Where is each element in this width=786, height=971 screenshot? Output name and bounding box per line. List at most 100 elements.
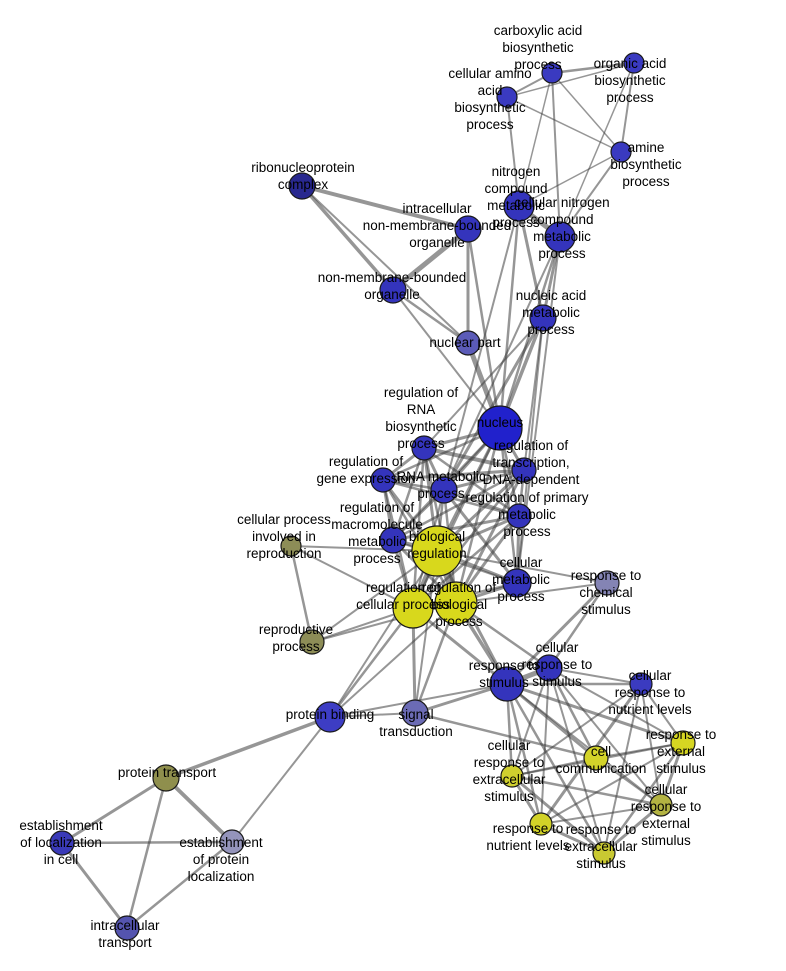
node-reg_primary_metabolic[interactable] xyxy=(506,503,532,529)
edge-cellular_resp_stimulus--resp_extracellular xyxy=(548,667,605,854)
node-protein_transport[interactable] xyxy=(152,764,180,792)
edge-ribonucleoprotein_complex--nuclear_part xyxy=(301,185,469,344)
edge-cellular_amino_acid_biosynthetic--amine_biosynthetic xyxy=(506,96,622,153)
node-reg_cellular_process[interactable] xyxy=(392,587,434,629)
node-resp_chemical[interactable] xyxy=(594,570,620,596)
edge-cellular_resp_external--resp_nutrient xyxy=(540,804,662,825)
node-reg_biological_process[interactable] xyxy=(434,581,478,625)
node-biological_regulation[interactable] xyxy=(411,525,463,577)
edge-nmb_organelle--nucleus xyxy=(392,289,501,429)
node-cell_communication[interactable] xyxy=(583,745,609,771)
node-resp_external[interactable] xyxy=(670,730,696,756)
edge-cellular_resp_nutrient--cellular_resp_extracellular xyxy=(511,683,642,777)
node-resp_extracellular[interactable] xyxy=(592,841,616,865)
node-nitrogen_compound_metabolic[interactable] xyxy=(503,190,535,222)
edge-nucleic_acid_metabolic--reg_rna_biosynthetic xyxy=(423,317,544,449)
edge-nmb_organelle--nuclear_part xyxy=(391,288,470,345)
edge-cell_process_reproduction--reproductive_process xyxy=(289,544,314,644)
edge-cellular_metabolic--cellular_nitrogen_compound_metabolic xyxy=(516,236,561,584)
node-intracellular_nmb_organelle[interactable] xyxy=(454,215,482,243)
edge-reg_transcription_dna--reg_biological_process xyxy=(454,468,526,605)
node-rna_metabolic[interactable] xyxy=(430,476,458,504)
node-protein_binding[interactable] xyxy=(314,701,346,733)
node-intracellular_transport[interactable] xyxy=(114,915,140,941)
edge-carboxylic_acid_biosynthetic--nitrogen_compound_metabolic xyxy=(518,72,553,207)
edge-rna_metabolic--cellular_metabolic xyxy=(442,488,519,585)
node-reproductive_process[interactable] xyxy=(299,629,325,655)
node-nucleus[interactable] xyxy=(477,405,523,451)
node-reg_rna_biosynthetic[interactable] xyxy=(411,435,437,461)
node-est_localization_cell[interactable] xyxy=(49,830,75,856)
edge-reg_rna_biosynthetic--reg_macromolecule_metabolic xyxy=(391,446,426,542)
edge-cell_communication--cellular_resp_external xyxy=(595,757,662,806)
node-nucleic_acid_metabolic[interactable] xyxy=(529,304,557,332)
edge-resp_stimulus--resp_nutrient xyxy=(505,682,543,826)
edge-cellular_resp_stimulus--resp_external xyxy=(548,667,684,744)
edge-resp_stimulus--cellular_resp_external xyxy=(506,683,662,806)
node-nuclear_part[interactable] xyxy=(455,330,481,356)
node-cellular_metabolic[interactable] xyxy=(502,568,532,598)
node-cellular_nitrogen_compound_metabolic[interactable] xyxy=(544,221,576,253)
edge-reg_cellular_process--protein_binding xyxy=(328,606,415,719)
node-cellular_amino_acid_biosynthetic[interactable] xyxy=(496,86,518,108)
edge-resp_external--resp_nutrient xyxy=(540,742,684,825)
edge-reg_biological_process--resp_chemical xyxy=(455,582,608,604)
edge-intracellular_nmb_organelle--nmb_organelle xyxy=(390,226,471,293)
node-carboxylic_acid_biosynthetic[interactable] xyxy=(541,62,563,84)
node-resp_nutrient[interactable] xyxy=(529,812,553,836)
edge-amine_biosynthetic--nitrogen_compound_metabolic xyxy=(518,151,622,207)
edge-cellular_resp_nutrient--resp_extracellular xyxy=(603,683,642,854)
edge-nitrogen_compound_metabolic--nucleic_acid_metabolic xyxy=(517,204,545,320)
edge-nucleus--cellular_metabolic xyxy=(498,426,519,585)
node-reg_macromolecule_metabolic[interactable] xyxy=(379,526,407,554)
edge-organic_acid_biosynthetic--cellular_nitrogen_compound_metabolic xyxy=(559,62,635,238)
node-organic_acid_biosynthetic[interactable] xyxy=(623,52,645,74)
edge-carboxylic_acid_biosynthetic--amine_biosynthetic xyxy=(551,72,622,153)
edge-resp_external--resp_extracellular xyxy=(602,741,685,855)
edge-cellular_resp_extracellular--cellular_resp_external xyxy=(510,774,663,807)
edge-cellular_resp_nutrient--cellular_resp_external xyxy=(640,683,662,806)
edge-carboxylic_acid_biosynthetic--organic_acid_biosynthetic xyxy=(550,61,636,75)
edge-protein_transport--intracellular_transport xyxy=(125,776,168,930)
edge-protein_binding--est_protein_localization xyxy=(231,716,331,843)
node-nmb_organelle[interactable] xyxy=(379,276,407,304)
edge-biological_regulation--protein_binding xyxy=(329,550,438,718)
edge-nucleic_acid_metabolic--rna_metabolic xyxy=(442,316,545,492)
node-signal_transduction[interactable] xyxy=(401,699,429,727)
edge-amine_biosynthetic--cellular_nitrogen_compound_metabolic xyxy=(559,151,622,238)
node-resp_stimulus[interactable] xyxy=(489,666,525,702)
edge-reg_rna_biosynthetic--reg_transcription_dna xyxy=(422,446,526,472)
edge-nucleus--reg_biological_process xyxy=(454,426,502,605)
node-est_protein_localization[interactable] xyxy=(219,829,245,855)
edges-layer xyxy=(60,61,685,930)
node-ribonucleoprotein_complex[interactable] xyxy=(288,172,316,200)
edge-ribonucleoprotein_complex--intracellular_nmb_organelle xyxy=(300,184,470,231)
edge-resp_chemical--resp_stimulus xyxy=(505,581,609,686)
edge-nitrogen_compound_metabolic--nucleus xyxy=(498,204,521,430)
node-amine_biosynthetic[interactable] xyxy=(610,141,632,163)
edge-resp_chemical--cellular_resp_stimulus xyxy=(547,581,609,670)
edge-cellular_resp_external--resp_extracellular xyxy=(602,803,663,855)
edge-est_protein_localization--intracellular_transport xyxy=(125,840,234,930)
edge-protein_binding--protein_transport xyxy=(164,715,332,780)
node-cellular_resp_nutrient[interactable] xyxy=(629,672,653,696)
edge-reg_primary_metabolic--reg_macromolecule_metabolic xyxy=(391,514,521,542)
node-reg_gene_expression[interactable] xyxy=(370,467,396,493)
edge-signal_transduction--cell_communication xyxy=(413,711,598,760)
edge-est_localization_cell--est_protein_localization xyxy=(60,840,234,845)
edge-nitrogen_compound_metabolic--rna_metabolic xyxy=(443,205,520,491)
node-cellular_resp_external[interactable] xyxy=(649,793,673,817)
edge-reg_biological_process--protein_binding xyxy=(329,602,457,718)
edge-reg_transcription_dna--rna_metabolic xyxy=(442,468,526,492)
node-reg_transcription_dna[interactable] xyxy=(511,457,537,483)
node-cellular_resp_stimulus[interactable] xyxy=(535,654,563,682)
edge-reg_transcription_dna--reg_macromolecule_metabolic xyxy=(391,468,526,542)
edge-est_localization_cell--intracellular_transport xyxy=(60,841,129,930)
edge-cellular_resp_stimulus--cellular_resp_extracellular xyxy=(511,667,550,777)
node-cellular_resp_extracellular[interactable] xyxy=(500,764,524,788)
node-cell_process_reproduction[interactable] xyxy=(280,535,302,557)
